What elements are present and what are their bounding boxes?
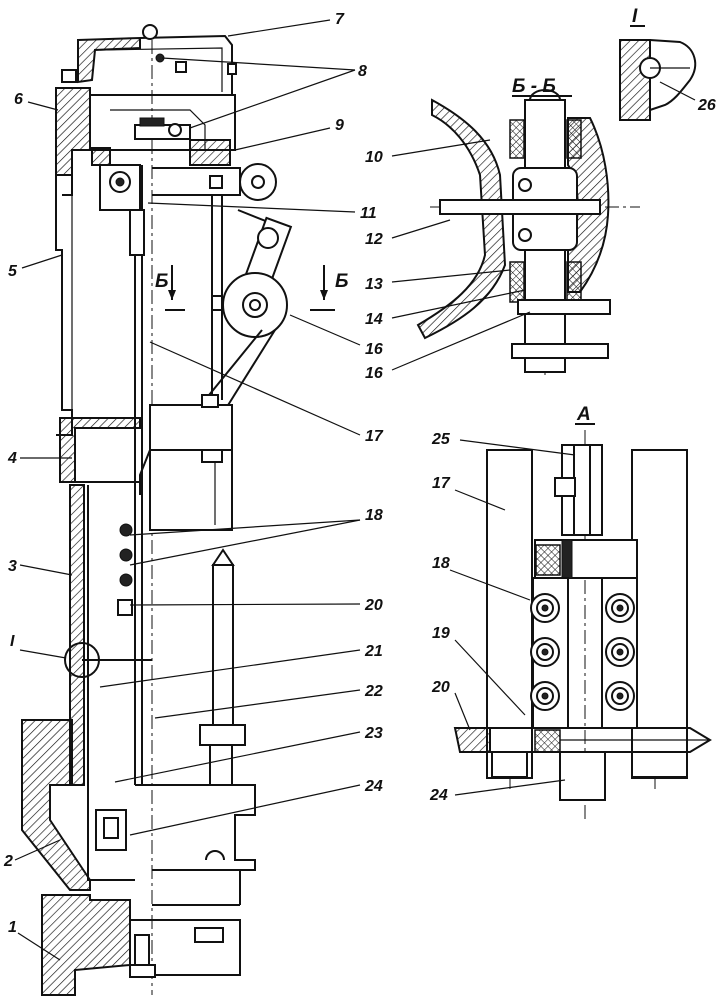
section-bb — [416, 89, 640, 375]
callout-16b: 16 — [365, 365, 383, 382]
callout-18b: 18 — [432, 555, 450, 572]
main-assembly — [21, 24, 335, 996]
callout-1: 1 — [8, 919, 17, 936]
cut-b-left: Б — [155, 271, 168, 292]
cut-b-right: Б — [335, 271, 348, 292]
rollers-group — [117, 523, 133, 616]
callout-20b: 20 — [431, 679, 450, 696]
callout-9: 9 — [335, 117, 344, 134]
roller-pairs — [530, 593, 635, 711]
callout-5: 5 — [8, 263, 18, 280]
callout-24b: 24 — [429, 787, 448, 804]
callout-18: 18 — [365, 507, 383, 524]
callout-21: 21 — [364, 643, 383, 660]
callout-17b: 17 — [432, 475, 451, 492]
callout-10: 10 — [365, 149, 383, 166]
callout-16: 16 — [365, 341, 383, 358]
callout-22: 22 — [364, 683, 383, 700]
callout-3: 3 — [8, 558, 17, 575]
callout-13: 13 — [365, 276, 383, 293]
callout-20: 20 — [364, 597, 383, 614]
callout-26: 26 — [697, 97, 716, 114]
callout-23: 23 — [364, 725, 383, 742]
callout-6: 6 — [14, 91, 23, 108]
callout-numbers: 7 8 6 9 11 5 16 17 4 18 3 20 21 22 23 24… — [3, 11, 716, 936]
section-titles: Б - Б А I Б Б I — [10, 6, 645, 650]
section-bb-title: Б - Б — [512, 76, 556, 97]
callout-24: 24 — [364, 778, 383, 795]
view-a — [453, 430, 712, 820]
detail-i-title: I — [632, 6, 638, 27]
callout-4: 4 — [7, 450, 17, 467]
callout-19: 19 — [432, 625, 450, 642]
callout-11: 11 — [360, 205, 377, 222]
callout-12: 12 — [365, 231, 383, 248]
callout-25: 25 — [431, 431, 451, 448]
callout-8: 8 — [358, 63, 367, 80]
callout-14: 14 — [365, 311, 383, 328]
callout-2: 2 — [3, 853, 13, 870]
callout-17: 17 — [365, 428, 384, 445]
callout-7: 7 — [335, 11, 345, 28]
detail-i — [619, 39, 697, 121]
detail-i-marker: I — [10, 633, 15, 650]
view-a-title: А — [576, 404, 591, 425]
leader-lines — [14, 19, 696, 961]
